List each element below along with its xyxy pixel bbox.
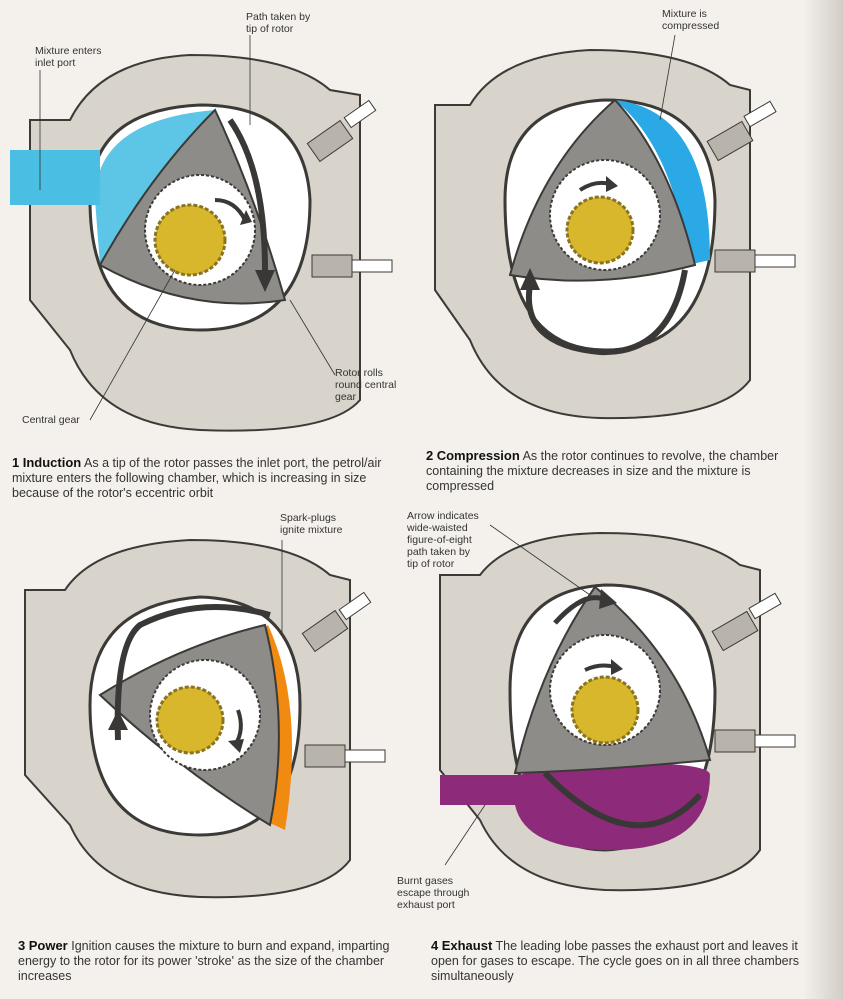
pointer-compressed bbox=[659, 34, 676, 121]
spark-plug-lower bbox=[714, 249, 796, 273]
central-gear bbox=[153, 203, 227, 277]
pointer-gear bbox=[89, 269, 176, 421]
label-central-gear: Central gear bbox=[22, 414, 80, 426]
label-rotor-rolls: Rotor rolls round central gear bbox=[335, 367, 397, 403]
rotor-tip-path-arrow-head bbox=[520, 268, 540, 290]
pointer-arrow-note bbox=[489, 524, 591, 596]
rotor-tip-path-arrow bbox=[227, 118, 268, 271]
caption-power: 3 Power Ignition causes the mixture to b… bbox=[18, 938, 398, 984]
rotation-arrow-head bbox=[228, 739, 244, 753]
caption-induction: 1 Induction As a tip of the rotor passes… bbox=[12, 455, 392, 501]
caption-exhaust: 4 Exhaust The leading lobe passes the ex… bbox=[431, 938, 811, 984]
caption-text: The leading lobe passes the exhaust port… bbox=[431, 939, 800, 983]
exhaust-engine-diagram bbox=[439, 524, 796, 892]
caption-compression: 2 Compression As the rotor continues to … bbox=[426, 448, 806, 494]
rotation-arrow-head bbox=[611, 659, 623, 675]
caption-title: Compression bbox=[436, 448, 520, 463]
rotor-tip-path-arrow-head bbox=[108, 710, 128, 730]
caption-number: 2 bbox=[426, 448, 434, 463]
panel-exhaust: Arrow indicates wide-waisted figure-of-e… bbox=[397, 505, 825, 999]
panel-compression: Mixture is compressed 2 Compression As t… bbox=[420, 0, 820, 500]
caption-text: As a tip of the rotor passes the inlet p… bbox=[12, 456, 382, 500]
induction-engine-diagram bbox=[10, 35, 393, 432]
caption-number: 3 bbox=[18, 938, 26, 953]
rotor-tip-path-arrow-head bbox=[599, 589, 617, 609]
label-spark-plugs: Spark-plugs ignite mixture bbox=[280, 512, 343, 536]
rotation-arrow bbox=[214, 198, 247, 221]
panel-power: Spark-plugs ignite mixture 3 Power Ignit… bbox=[0, 505, 420, 999]
caption-number: 1 bbox=[12, 455, 20, 470]
central-gear bbox=[565, 195, 635, 265]
label-mixture-compressed: Mixture is compressed bbox=[662, 8, 720, 32]
label-mixture-enters: Mixture enters inlet port bbox=[35, 45, 102, 69]
compression-engine-diagram bbox=[434, 34, 796, 420]
caption-title: Power bbox=[28, 938, 68, 953]
label-arrow-indicates: Arrow indicates wide-waisted figure-of-e… bbox=[407, 510, 479, 570]
caption-number: 4 bbox=[431, 938, 439, 953]
rotation-arrow-head bbox=[606, 176, 618, 192]
rotor-tip-path-arrow bbox=[525, 269, 688, 356]
exhaust-chamber bbox=[440, 763, 710, 850]
spark-plug-lower bbox=[304, 744, 386, 768]
rotor-tip-path-arrow bbox=[114, 604, 271, 741]
caption-title: Exhaust bbox=[441, 938, 493, 953]
compression-chamber bbox=[615, 100, 710, 265]
spark-plug-upper bbox=[306, 99, 377, 163]
central-gear bbox=[570, 675, 640, 745]
pointer-burnt bbox=[444, 804, 486, 866]
panel-induction: Mixture enters inlet port Path taken by … bbox=[0, 0, 420, 500]
label-burnt-gases: Burnt gases escape through exhaust port bbox=[397, 875, 470, 911]
label-path-taken: Path taken by tip of rotor bbox=[246, 11, 311, 35]
spark-plug-upper bbox=[301, 591, 372, 653]
page-gutter-shadow bbox=[803, 0, 843, 999]
rotation-arrow-head bbox=[240, 210, 252, 225]
pointer-rolls bbox=[289, 299, 336, 376]
power-engine-diagram bbox=[24, 538, 386, 899]
rotor-tip-path-arrow-head bbox=[255, 270, 275, 292]
spark-plug-upper bbox=[706, 100, 777, 162]
inlet-port bbox=[10, 150, 100, 205]
caption-title: Induction bbox=[22, 455, 82, 470]
central-gear bbox=[155, 685, 225, 755]
rotor-tip-path-arrow bbox=[542, 770, 703, 829]
caption-text: As the rotor continues to revolve, the c… bbox=[426, 449, 779, 493]
spark-plug-lower bbox=[714, 729, 796, 753]
spark-plug-upper bbox=[711, 592, 782, 652]
spark-plug-lower bbox=[311, 254, 393, 278]
caption-text: Ignition causes the mixture to burn and … bbox=[18, 939, 390, 983]
